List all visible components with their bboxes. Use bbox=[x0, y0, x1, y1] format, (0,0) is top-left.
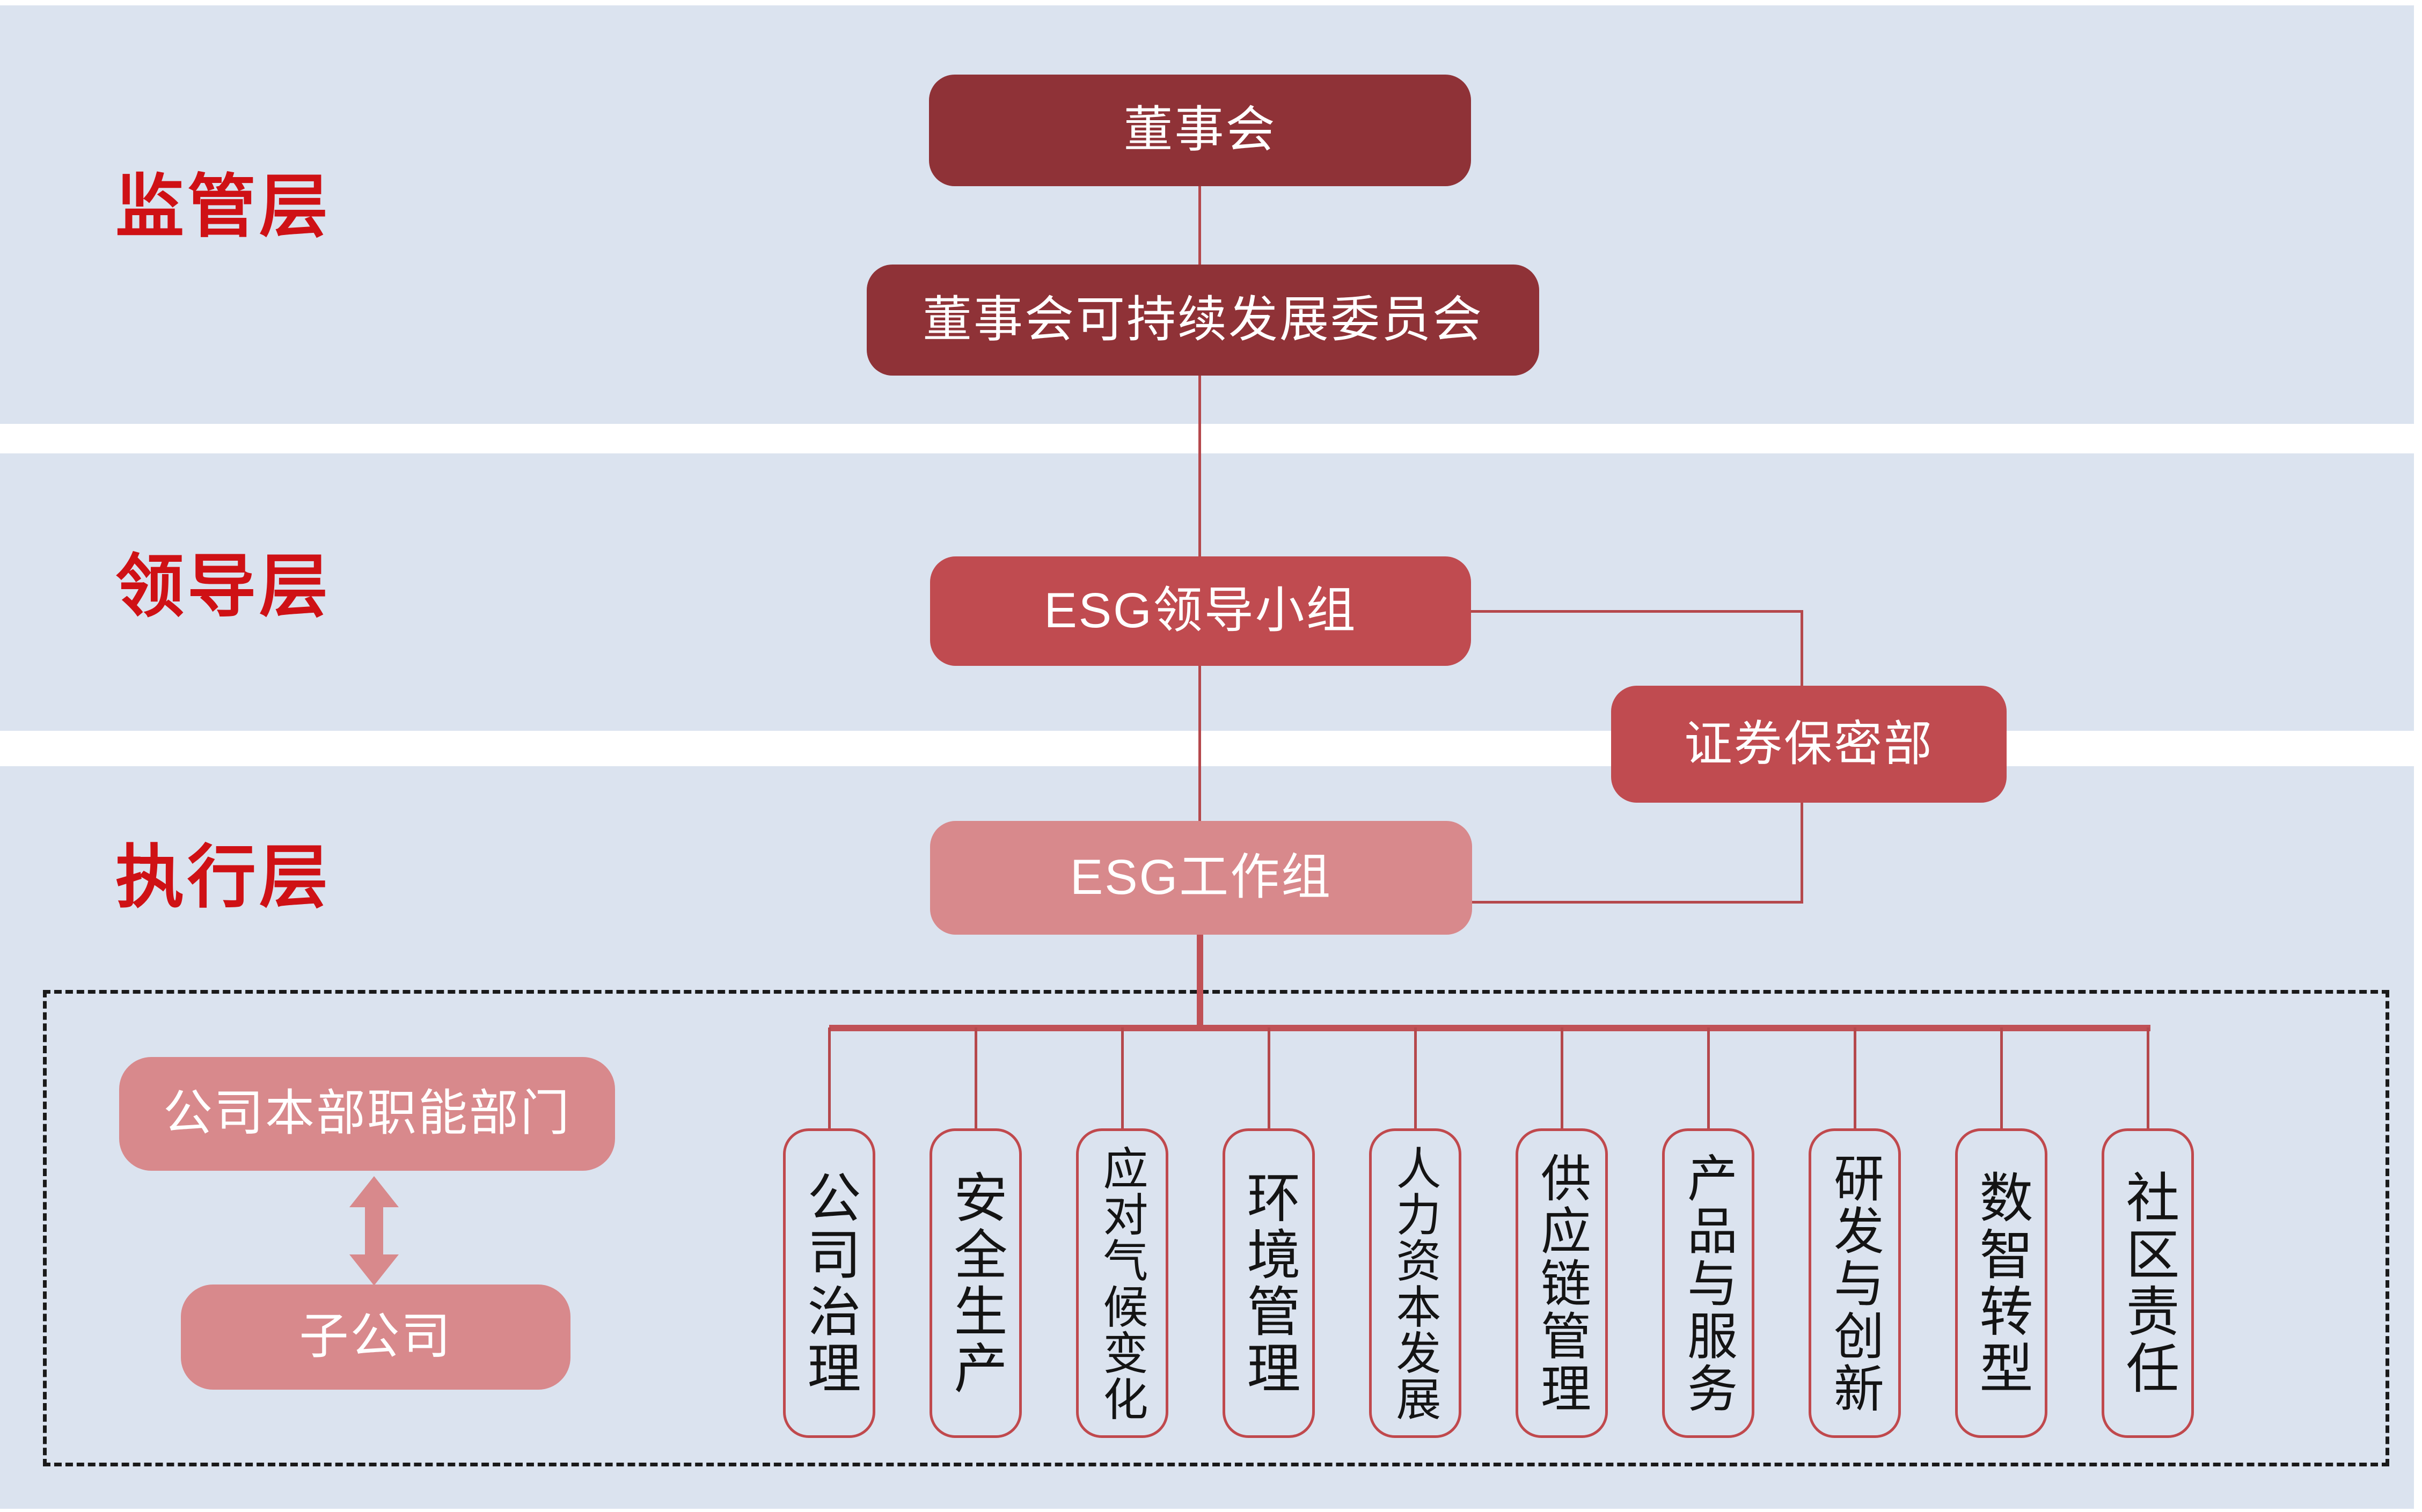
execution-unit-box: 供应链管理 bbox=[1516, 1128, 1608, 1438]
execution-unit-label: 环境管理 bbox=[1239, 1169, 1299, 1397]
leadership-layer-label: 领导层 bbox=[115, 548, 332, 625]
subsidiaries-node: 子公司 bbox=[181, 1285, 570, 1390]
execution-unit-box: 社区责任 bbox=[2102, 1128, 2194, 1438]
stub-unit-8 bbox=[1854, 1027, 1856, 1129]
connector-securities-to-working-group-v bbox=[1801, 803, 1803, 904]
stub-unit-5 bbox=[1414, 1027, 1417, 1129]
esg-leading-group-node: ESG领导小组 bbox=[930, 556, 1471, 666]
execution-unit-box: 人力资本发展 bbox=[1369, 1128, 1461, 1438]
stub-unit-1 bbox=[828, 1027, 831, 1129]
board-node: 董事会 bbox=[929, 75, 1471, 186]
execution-unit-box: 公司治理 bbox=[783, 1128, 875, 1438]
stub-unit-3 bbox=[1121, 1027, 1124, 1129]
execution-scope-dashed-border bbox=[43, 990, 2389, 1466]
execution-unit-label: 公司治理 bbox=[799, 1169, 859, 1397]
connector-working-group-to-distribution bbox=[1197, 935, 1203, 1029]
connector-securities-to-working-group-h bbox=[1472, 901, 1803, 904]
connector-leading-group-to-securities-h bbox=[1471, 610, 1803, 613]
execution-unit-box: 环境管理 bbox=[1223, 1128, 1315, 1438]
connector-leading-group-to-securities-v bbox=[1801, 610, 1803, 687]
distribution-line bbox=[829, 1025, 2150, 1031]
execution-unit-box: 应对气候变化 bbox=[1076, 1128, 1168, 1438]
execution-unit-label: 人力资本发展 bbox=[1390, 1144, 1440, 1422]
stub-unit-7 bbox=[1707, 1027, 1710, 1129]
execution-unit-label: 社区责任 bbox=[2118, 1169, 2178, 1397]
esg-working-group-node: ESG工作组 bbox=[930, 821, 1472, 935]
hq-functional-departments-node: 公司本部职能部门 bbox=[119, 1057, 615, 1171]
execution-unit-box: 产品与服务 bbox=[1662, 1128, 1754, 1438]
stub-unit-2 bbox=[975, 1027, 977, 1129]
securities-confidentiality-dept-node: 证券保密部 bbox=[1611, 686, 2007, 803]
connector-board-to-committee bbox=[1198, 186, 1201, 266]
stub-unit-4 bbox=[1268, 1027, 1270, 1129]
execution-unit-box: 数智转型 bbox=[1955, 1128, 2047, 1438]
supervision-layer-label: 监管层 bbox=[115, 168, 332, 245]
stub-unit-9 bbox=[2000, 1027, 2003, 1129]
double-arrow-down-head bbox=[349, 1254, 399, 1286]
execution-unit-label: 安全生产 bbox=[946, 1169, 1006, 1397]
execution-unit-box: 研发与创新 bbox=[1809, 1128, 1901, 1438]
double-arrow-shaft bbox=[365, 1206, 383, 1256]
connector-committee-to-leading-group bbox=[1198, 376, 1201, 557]
stub-unit-6 bbox=[1561, 1027, 1563, 1129]
execution-unit-box: 安全生产 bbox=[930, 1128, 1022, 1438]
execution-layer-label: 执行层 bbox=[115, 839, 332, 916]
execution-unit-label: 数智转型 bbox=[1971, 1169, 2031, 1397]
execution-unit-label: 供应链管理 bbox=[1534, 1151, 1590, 1415]
connector-leading-group-to-working-group bbox=[1198, 666, 1201, 822]
execution-unit-label: 产品与服务 bbox=[1680, 1151, 1737, 1415]
execution-unit-label: 研发与创新 bbox=[1827, 1151, 1883, 1415]
execution-unit-label: 应对气候变化 bbox=[1097, 1144, 1147, 1422]
stub-unit-10 bbox=[2147, 1027, 2149, 1129]
double-arrow-up-head bbox=[349, 1176, 399, 1207]
sustainability-committee-node: 董事会可持续发展委员会 bbox=[867, 265, 1539, 376]
